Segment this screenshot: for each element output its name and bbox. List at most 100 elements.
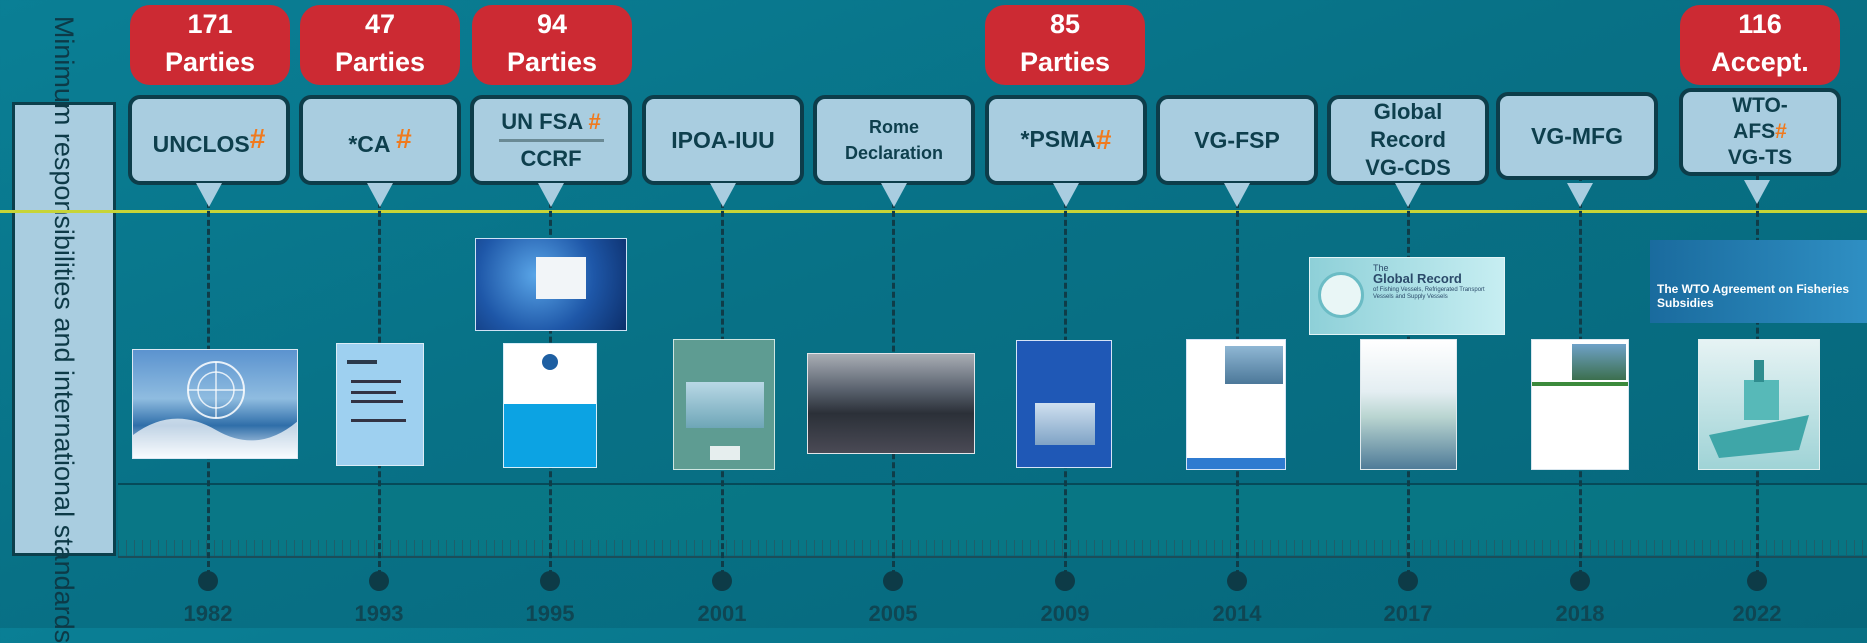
instrument-box-unclos: UNCLOS# xyxy=(128,95,290,185)
banner-small-text: The xyxy=(1373,263,1389,273)
instrument-box-unfsa-ccrf: UN FSA # CCRF xyxy=(470,95,632,185)
box-pointer xyxy=(1053,183,1079,207)
badge-label: Accept. xyxy=(1711,47,1809,77)
box-pointer xyxy=(1567,183,1593,207)
year-label: 2005 xyxy=(868,601,918,626)
instrument-name: IPOA-IUU xyxy=(671,126,775,153)
psma-cover-image xyxy=(1016,340,1112,468)
instrument-name: UNCLOS xyxy=(152,130,250,157)
year-dot-2022 xyxy=(1747,571,1767,591)
box-pointer xyxy=(367,183,393,207)
global-record-banner: The Global Record of Fishing Vessels, Re… xyxy=(1309,257,1505,335)
badge-count: 116 xyxy=(1738,9,1782,39)
badge-count: 47 xyxy=(364,9,396,39)
side-label-box: Minimum responsibilities and internation… xyxy=(12,15,116,643)
separator xyxy=(498,138,604,142)
acceptances-badge-2022: 116 Accept. xyxy=(1680,5,1840,85)
year-label: 2001 xyxy=(697,601,747,626)
unfsa-cover-image xyxy=(475,238,627,331)
side-label-text: Minimum responsibilities and internation… xyxy=(49,15,80,643)
cover-stripe xyxy=(1532,382,1628,386)
ipoa-cover-image xyxy=(673,339,775,470)
wto-afs-banner: The WTO Agreement on Fisheries Subsidies xyxy=(1650,240,1867,323)
vgts-cover-image xyxy=(1698,339,1820,470)
instrument-name-line: Declaration xyxy=(844,143,944,163)
year-dot-2005 xyxy=(883,571,903,591)
instrument-box-rome-declaration: Rome Declaration xyxy=(813,95,975,185)
year-dot-2017 xyxy=(1398,571,1418,591)
parties-badge-1995: 94 Parties xyxy=(472,5,632,85)
year-dot-2018 xyxy=(1570,571,1590,591)
year-label: 1982 xyxy=(183,601,233,626)
instrument-name: VG-FSP xyxy=(1194,126,1280,153)
box-pointer xyxy=(881,183,907,207)
instrument-name: UN FSA xyxy=(501,108,583,134)
instrument-name: VG-CDS xyxy=(1365,155,1451,180)
year-label: 2017 xyxy=(1383,601,1433,626)
year-label: 2014 xyxy=(1212,601,1262,626)
badge-label: Parties xyxy=(164,47,256,77)
cover-text-line xyxy=(351,400,403,403)
badge-label: Parties xyxy=(506,47,598,77)
year-label: 2022 xyxy=(1732,601,1782,626)
instrument-box-vg-fsp: VG-FSP xyxy=(1156,95,1318,185)
badge-label: Parties xyxy=(334,47,426,77)
instrument-name-line: AFS xyxy=(1733,120,1776,143)
vgfsp-cover-image xyxy=(1186,339,1286,470)
cover-logos xyxy=(710,446,740,460)
cover-photo xyxy=(1572,344,1626,380)
instrument-box-psma: *PSMA# xyxy=(985,95,1147,185)
year-dot-2009 xyxy=(1055,571,1075,591)
cover-photo xyxy=(1035,403,1095,445)
box-pointer xyxy=(1395,183,1421,207)
parties-badge-1982: 171 Parties xyxy=(130,5,290,85)
box-pointer xyxy=(710,183,736,207)
cover-text-line xyxy=(351,419,406,422)
cover-header xyxy=(504,344,596,404)
box-pointer xyxy=(538,183,564,207)
instrument-box-wto-afs: WTO- AFS# VG-TS xyxy=(1679,88,1841,176)
year-label: 1993 xyxy=(354,601,404,626)
instrument-name: VG-TS xyxy=(1727,146,1793,169)
banner-title: Global Record xyxy=(1373,271,1462,286)
global-record-logo-icon xyxy=(1318,272,1364,318)
banner-title: The WTO Agreement on Fisheries Subsidies xyxy=(1657,282,1850,310)
badge-label: Parties xyxy=(1019,47,1111,77)
cover-photo xyxy=(1225,346,1283,384)
cover-text-line xyxy=(351,380,401,383)
timeline-top-line xyxy=(0,210,1867,213)
year-label: 2018 xyxy=(1555,601,1605,626)
ccrf-cover-image xyxy=(503,343,597,468)
year-dot-2014 xyxy=(1227,571,1247,591)
instrument-name: *CA xyxy=(348,130,390,157)
party-mark: # xyxy=(1095,124,1112,155)
document-page xyxy=(536,257,586,299)
party-mark: # xyxy=(396,122,412,154)
instrument-box-ca: *CA # xyxy=(299,95,461,185)
cover-photo xyxy=(686,382,764,428)
cover-text-line xyxy=(347,360,377,364)
instrument-name: *PSMA xyxy=(1020,126,1096,152)
year-dot-1995 xyxy=(540,571,560,591)
instrument-name-line: Record xyxy=(1370,127,1446,152)
fao-logo-icon xyxy=(542,354,558,370)
badge-count: 94 xyxy=(536,9,568,39)
parties-badge-2009: 85 Parties xyxy=(985,5,1145,85)
instrument-name-line: Rome xyxy=(868,117,919,137)
cover-text-line xyxy=(351,391,396,394)
ship-illustration-icon xyxy=(1709,360,1809,458)
badge-count: 85 xyxy=(1049,9,1081,39)
timeline-ruler xyxy=(118,540,1867,558)
instrument-name-line: WTO- xyxy=(1732,94,1788,117)
banner-subtitle: of Fishing Vessels, Refrigerated Transpo… xyxy=(1373,287,1485,300)
un-emblem-icon xyxy=(133,361,297,458)
instrument-name: VG-MFG xyxy=(1531,122,1623,149)
year-dot-2001 xyxy=(712,571,732,591)
cover-footer xyxy=(1187,458,1285,469)
vgmfg-cover-image xyxy=(1531,339,1629,470)
box-pointer xyxy=(1744,180,1770,204)
timeline-band-edge xyxy=(118,483,1867,485)
unclos-cover-image xyxy=(132,349,298,459)
party-mark: # xyxy=(249,122,266,154)
badge-count: 171 xyxy=(187,9,233,39)
